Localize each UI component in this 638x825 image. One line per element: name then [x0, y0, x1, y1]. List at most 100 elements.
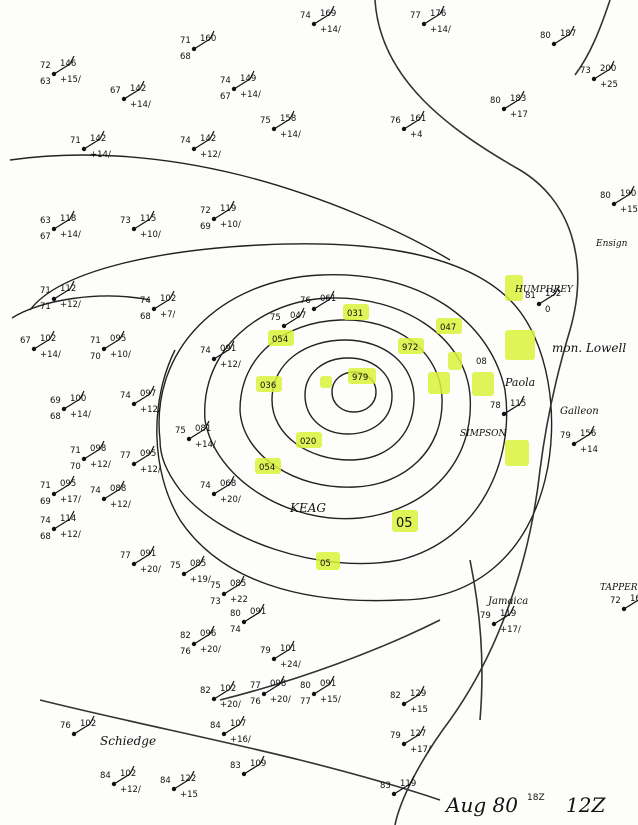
station-pressure: 096 — [200, 629, 216, 639]
isobar-core — [331, 371, 377, 413]
station-pressure: 115 — [140, 214, 156, 224]
wind-barb — [53, 63, 71, 75]
station-dewpoint: 63 — [40, 77, 51, 87]
front-south-east — [469, 559, 483, 721]
wind-barb — [243, 611, 261, 623]
wind-barb-feather — [439, 5, 445, 15]
wind-barb-feather — [569, 25, 575, 35]
station-dewpoint: 71 — [40, 302, 51, 312]
hp-05b: 05 — [320, 559, 331, 569]
wind-barb-feather — [69, 55, 75, 65]
wind-barb — [53, 218, 71, 230]
station-temp: 84 — [210, 721, 221, 731]
wind-barb-feather — [299, 307, 305, 317]
wind-barb — [553, 33, 571, 45]
wind-barb-feather — [129, 765, 135, 775]
station-tendency: +14/ — [90, 150, 111, 160]
station-tendency: +14/ — [130, 100, 151, 110]
place-ensign: Ensign — [595, 239, 628, 249]
hp-020: 020 — [300, 437, 316, 447]
station-dewpoint: 69 — [40, 497, 51, 507]
wind-barb — [313, 298, 331, 310]
wind-barb-feather — [509, 605, 515, 615]
highlighted-pressure-labels: 031 047 054 972 979 036 020 054 05 05 08 — [259, 309, 487, 569]
isobar-3 — [204, 297, 472, 520]
station-temp: 74 — [200, 346, 211, 356]
station-pressure: 169 — [320, 9, 336, 19]
wind-barb-feather — [79, 390, 85, 400]
highlight-036 — [256, 376, 282, 392]
wind-barb-feather — [419, 110, 425, 120]
wind-barb — [73, 723, 91, 735]
wind-barb-feather — [149, 385, 155, 395]
wind-barb — [573, 433, 591, 445]
wind-barb — [243, 763, 261, 775]
fronts — [39, 0, 611, 825]
station-tendency: +12/ — [90, 460, 111, 470]
station-tendency: +12/ — [140, 405, 161, 415]
highlight-w — [320, 376, 332, 388]
station-temp: 72 — [610, 596, 621, 606]
wind-barb-feather — [139, 80, 145, 90]
station-tendency: +12/ — [60, 300, 81, 310]
station-tendency: +14 — [580, 445, 598, 455]
station-dewpoint: 68 — [40, 532, 51, 542]
highlight-e2 — [505, 440, 529, 466]
wind-barb — [538, 293, 556, 305]
wind-barb — [188, 428, 206, 440]
station-dewpoint: 74 — [230, 625, 241, 635]
trough-east — [374, 0, 579, 471]
place-mon-lowell: mon. Lowell — [552, 341, 626, 355]
station-tendency: +14/ — [195, 440, 216, 450]
station-temp: 83 — [380, 781, 391, 791]
wind-barb — [403, 118, 421, 130]
station-temp: 73 — [120, 216, 131, 226]
station-pressure: 109 — [250, 759, 266, 769]
highlight-05a — [392, 510, 418, 532]
hp-05a: 05 — [396, 516, 413, 531]
wind-barb-feather — [209, 130, 215, 140]
wind-barb-feather — [289, 110, 295, 120]
highlight-e4 — [448, 352, 462, 370]
wind-barb — [53, 483, 71, 495]
wind-barb — [213, 348, 231, 360]
station-temp: 76 — [60, 721, 71, 731]
station-temp: 77 — [120, 551, 131, 561]
station-temp: 67 — [20, 336, 31, 346]
wind-barb-feather — [69, 510, 75, 520]
station-pressure: 146 — [60, 59, 76, 69]
wind-barb — [193, 633, 211, 645]
wind-barb — [273, 118, 291, 130]
highlight-047 — [436, 318, 462, 334]
wind-barb-feather — [554, 285, 560, 295]
station-temp: 79 — [390, 731, 401, 741]
wind-barb-feather — [69, 280, 75, 290]
isobar-2 — [239, 319, 443, 488]
station-tendency: +10/ — [220, 220, 241, 230]
wind-barb — [423, 13, 441, 25]
wind-barb-feather — [519, 90, 525, 100]
station-tendency: +4 — [410, 130, 423, 140]
station-tendency: +20/ — [140, 565, 161, 575]
highlight-979 — [348, 368, 376, 384]
wind-barb-feather — [229, 680, 235, 690]
wind-barb — [183, 563, 201, 575]
wind-barb — [173, 778, 191, 790]
